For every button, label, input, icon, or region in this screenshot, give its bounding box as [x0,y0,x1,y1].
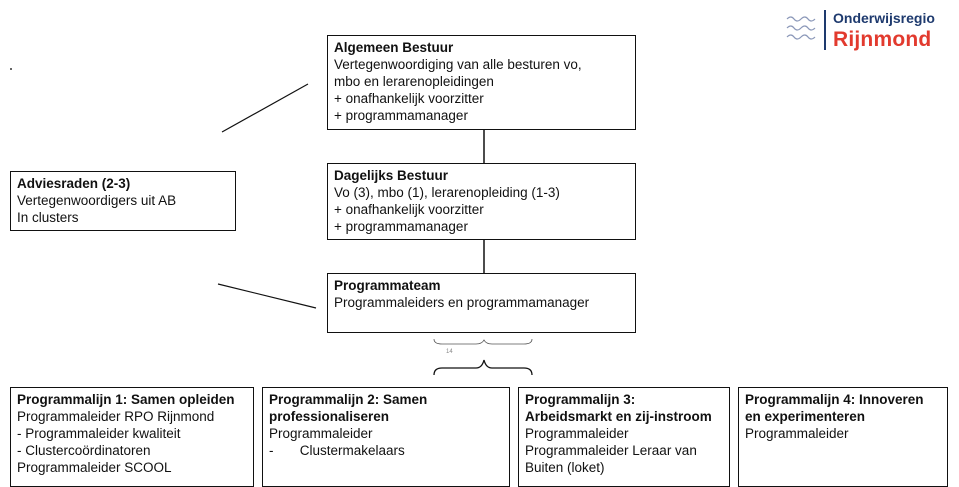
box-line: Programmaleider [745,426,849,441]
box-programmateam: Programmateam Programmaleiders en progra… [327,273,636,333]
brace-label: 14 [446,349,453,355]
box-title: Programmateam [334,278,441,293]
box-line: Programmaleider SCOOL [17,460,172,475]
box-programmalijn-2: Programmalijn 2: Samen professionalisere… [262,387,510,487]
box-programmalijn-1: Programmalijn 1: Samen opleiden Programm… [10,387,254,487]
box-line: Programmaleider [525,426,629,441]
box-programmalijn-3: Programmalijn 3: Arbeidsmarkt en zij-ins… [518,387,730,487]
box-title: Programmalijn 3: [525,392,636,407]
box-algemeen-bestuur: Algemeen Bestuur Vertegenwoordiging van … [327,35,636,130]
connector-lines [217,83,533,376]
box-title: Programmalijn 4: Innoveren [745,392,924,407]
box-title: Programmalijn 2: Samen [269,392,428,407]
box-line: In clusters [17,210,79,225]
box-programmalijn-4: Programmalijn 4: Innoveren en experiment… [738,387,948,487]
logo-divider [824,10,826,50]
connector-adviesraden-ab [221,83,309,133]
box-line: mbo en lerarenopleidingen [334,74,494,89]
box-line: + onafhankelijk voorzitter [334,91,484,106]
box-line: Vertegenwoordiging van alle besturen vo, [334,57,582,72]
box-adviesraden: Adviesraden (2-3) Vertegenwoordigers uit… [10,171,236,231]
logo-text-bottom: Rijnmond [833,28,932,51]
box-title: Programmalijn 1: Samen opleiden [17,392,235,407]
box-title: professionaliseren [269,409,390,424]
box-line: + programmamanager [334,108,468,123]
box-line: Programmaleider RPO Rijnmond [17,409,215,424]
waves-icon [786,16,816,40]
box-line: - Programmaleider kwaliteit [17,426,181,441]
connector-adviesraden-pt [217,283,317,309]
box-title: Algemeen Bestuur [334,40,454,55]
box-line: Vo (3), mbo (1), lerarenopleiding (1-3) [334,185,560,200]
curly-brace-top [433,338,533,345]
stray-dot [10,68,12,70]
box-title: Dagelijks Bestuur [334,168,449,183]
box-line: Vertegenwoordigers uit AB [17,193,177,208]
box-dagelijks-bestuur: Dagelijks Bestuur Vo (3), mbo (1), lerar… [327,163,636,240]
box-line: Programmaleiders en programmamanager [334,295,590,310]
box-line: Buiten (loket) [525,460,605,475]
box-line: + onafhankelijk voorzitter [334,202,484,217]
box-title: en experimenteren [745,409,866,424]
box-title: Arbeidsmarkt en zij-instroom [525,409,712,424]
box-line: + programmamanager [334,219,468,234]
logo-text-top: Onderwijsregio [833,10,935,26]
box-line: - Clustermakelaars [269,443,405,458]
box-line: Programmaleider [269,426,373,441]
box-line: - Clustercoördinatoren [17,443,151,458]
box-title: Adviesraden (2-3) [17,176,131,191]
curly-brace-bottom [433,359,533,376]
box-line: Programmaleider Leraar van [525,443,697,458]
onderwijsregio-logo: Onderwijsregio Rijnmond [786,6,959,54]
